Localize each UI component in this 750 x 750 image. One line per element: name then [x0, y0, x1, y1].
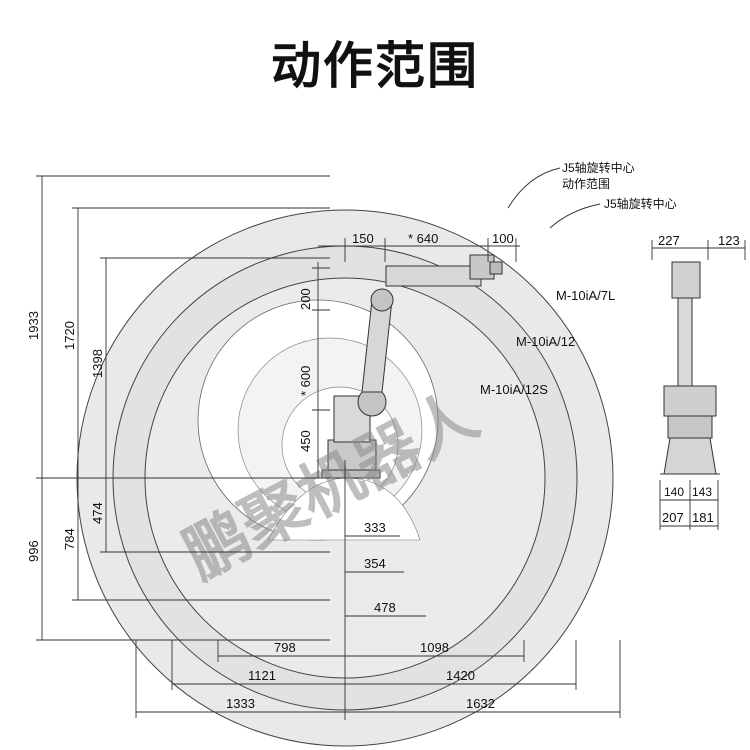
robot-upper-arm	[385, 265, 482, 287]
dim-478: 478	[374, 600, 396, 615]
dim-227: 227	[658, 233, 680, 248]
dim-1632: 1632	[466, 696, 495, 711]
callout-j5-center: J5轴旋转中心	[604, 196, 677, 211]
callout-j5-range-line1: J5轴旋转中心	[562, 160, 635, 175]
dim-1121: 1121	[248, 668, 276, 683]
dim-1420: 1420	[446, 668, 475, 683]
dim-784: 784	[62, 528, 77, 550]
dimension-lines	[36, 167, 746, 720]
dim-1720: 1720	[62, 321, 77, 350]
dim-181: 181	[692, 510, 714, 525]
dim-450: 450	[298, 430, 313, 452]
robot-j3	[370, 288, 394, 312]
dim-474: 474	[90, 502, 105, 524]
dim-123: 123	[718, 233, 740, 248]
dim-1398: 1398	[90, 349, 105, 378]
dim-140: 140	[664, 485, 684, 499]
model-m12: M-10iA/12	[516, 334, 575, 349]
dim-143: 143	[692, 485, 712, 499]
robot-j1	[333, 395, 371, 443]
page-title: 动作范围	[271, 37, 479, 95]
model-m7l: M-10iA/7L	[556, 288, 615, 303]
dim-207: 207	[662, 510, 684, 525]
dim-600: * 600	[298, 366, 313, 396]
robot-side-view	[660, 261, 720, 475]
dim-150: 150	[352, 231, 374, 246]
dim-1933: 1933	[26, 311, 41, 340]
callout-j5-range-line2: 动作范围	[562, 177, 610, 191]
dim-354: 354	[364, 556, 386, 571]
dim-996: 996	[26, 540, 41, 562]
robot-base-plate	[321, 469, 381, 479]
robot-arm	[321, 254, 503, 479]
dim-333: 333	[364, 520, 386, 535]
dim-200: 200	[298, 288, 313, 310]
dim-798: 798	[274, 640, 296, 655]
dimension-labels: 1933 1720 1398 996 784 474 150 * 640 100…	[26, 160, 740, 711]
dim-1098: 1098	[420, 640, 449, 655]
dim-100: 100	[492, 231, 514, 246]
dim-1333: 1333	[226, 696, 255, 711]
robot-tool	[489, 261, 503, 275]
model-m12s: M-10iA/12S	[480, 382, 548, 397]
dim-640: * 640	[408, 231, 438, 246]
